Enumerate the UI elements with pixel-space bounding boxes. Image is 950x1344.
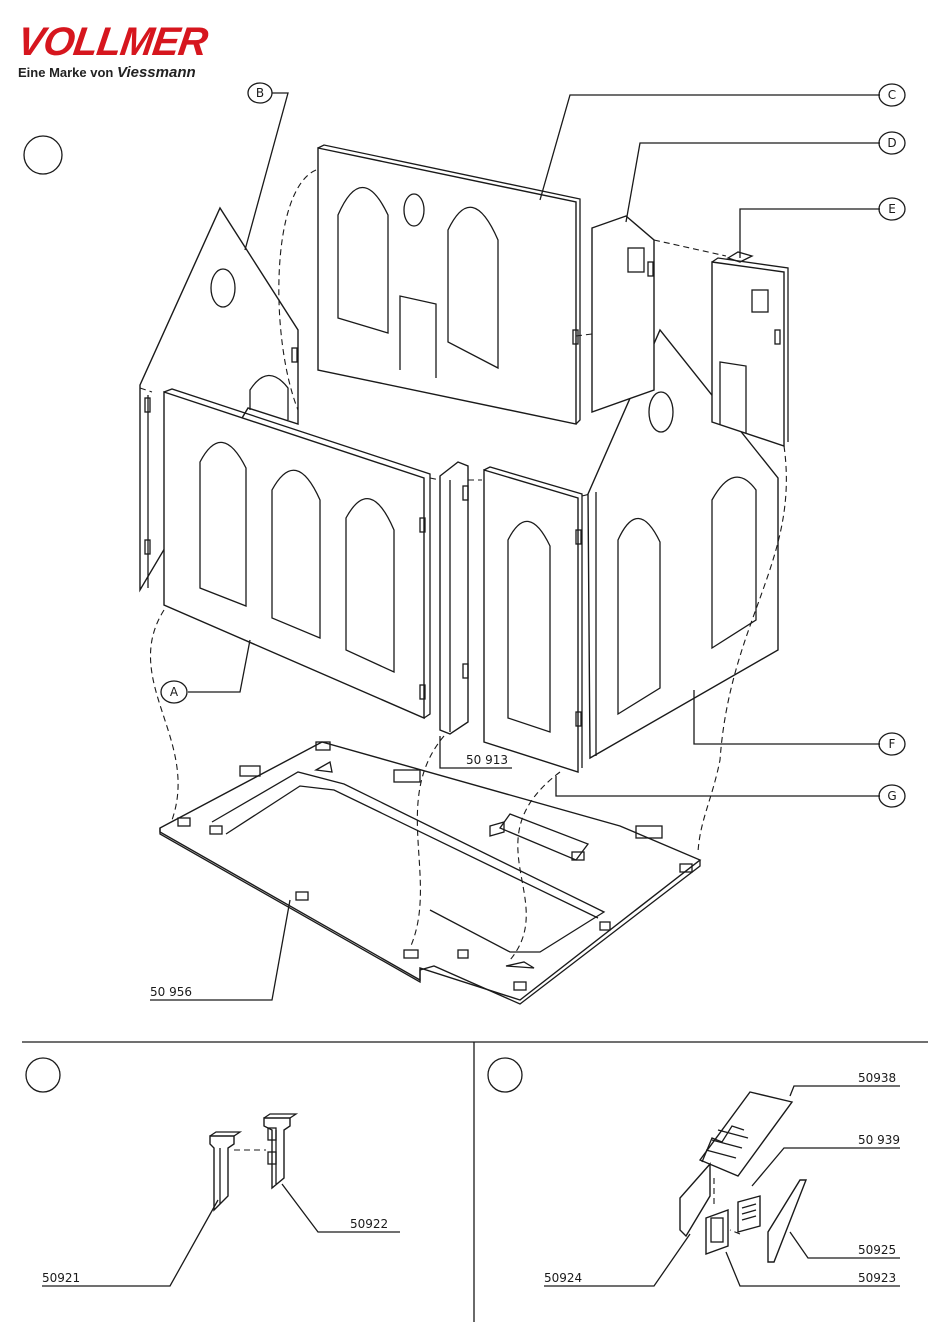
step-circle-3	[488, 1058, 522, 1092]
leader-50939	[752, 1148, 900, 1186]
callout-d: D	[879, 132, 905, 154]
dormer-roof-50938	[700, 1092, 792, 1176]
shutter-50925	[738, 1196, 760, 1232]
dormer-side-50939	[768, 1180, 806, 1262]
wall-panel-a	[164, 389, 430, 718]
label-50923: 50923	[858, 1271, 896, 1285]
base-plate-50956	[160, 742, 700, 1004]
step-circle-2	[26, 1058, 60, 1092]
post-50921	[210, 1132, 240, 1210]
callout-g-label: G	[887, 789, 896, 803]
wall-panel-g	[484, 467, 582, 772]
callout-c-label: C	[888, 88, 896, 102]
step-circle-1	[24, 136, 62, 174]
callout-b: B	[248, 83, 272, 103]
label-50921: 50921	[42, 1271, 80, 1285]
label-50925: 50925	[858, 1243, 896, 1257]
callout-a: A	[161, 681, 187, 703]
callout-e: E	[879, 198, 905, 220]
leader-50938	[790, 1086, 900, 1096]
dormer-window-50923	[706, 1210, 728, 1254]
callout-e-label: E	[888, 202, 896, 216]
callout-a-label: A	[170, 685, 179, 699]
callout-f: F	[879, 733, 905, 755]
corner-post-50913	[440, 462, 468, 734]
callout-b-label: B	[256, 86, 264, 100]
label-50913: 50 913	[466, 753, 508, 767]
callout-f-label: F	[889, 737, 896, 751]
callout-c: C	[879, 84, 905, 106]
wall-panel-e	[712, 252, 788, 446]
label-50922: 50922	[350, 1217, 388, 1231]
post-50922	[264, 1114, 296, 1188]
wall-panel-c	[318, 145, 580, 424]
callout-d-label: D	[887, 136, 896, 150]
wall-panel-d	[573, 216, 654, 412]
label-50956: 50 956	[150, 985, 192, 999]
label-50938: 50938	[858, 1071, 896, 1085]
callout-g: G	[879, 785, 905, 807]
label-50924: 50924	[544, 1271, 582, 1285]
label-50939: 50 939	[858, 1133, 900, 1147]
